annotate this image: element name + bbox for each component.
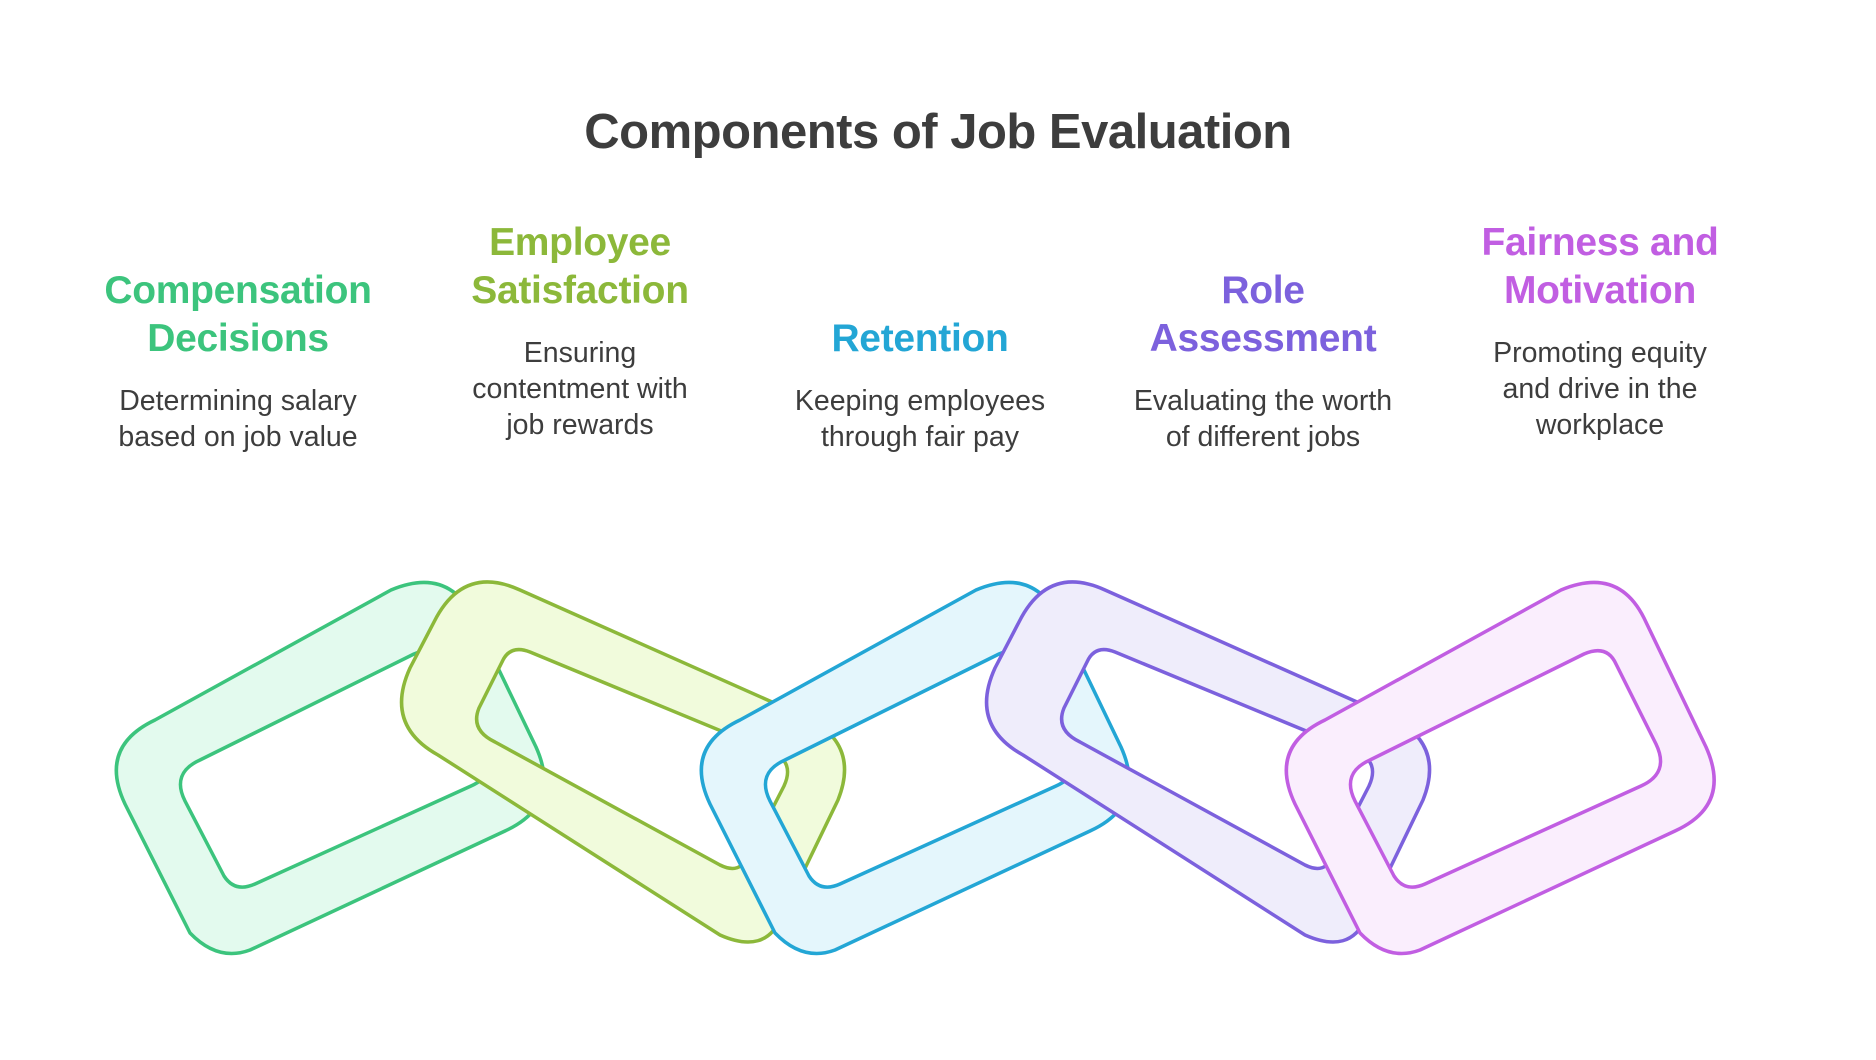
component-description-line: Evaluating the worth [1133,385,1393,417]
chain-link-role-assessment [984,580,1432,944]
component-title-line: Motivation [1504,269,1696,312]
component-title-line: Role [1221,269,1305,312]
chain-link-employee-satisfaction [399,580,847,944]
component-title: Employee Satisfaction [430,219,730,315]
component-title-line: Retention [831,317,1009,360]
component-description-line: based on job value [118,421,358,453]
component-description: Evaluating the worth of different jobs [1113,383,1413,455]
component-title-line: Fairness and [1481,221,1719,264]
component-title-line: Employee [489,221,671,264]
component-title-line: Assessment [1149,317,1377,360]
component-description-line: and drive in the [1502,373,1698,405]
component-description: Determining salary based on job value [88,383,388,455]
component-description-line: Determining salary [119,385,357,417]
component-title-line: Satisfaction [471,269,689,312]
component-title-line: Decisions [147,317,329,360]
component-description-line: workplace [1535,409,1665,441]
component-description-line: job rewards [506,409,654,441]
component-fairness-and-motivation: Fairness and Motivation Promoting equity… [1450,219,1750,443]
chain-link-fairness-and-motivation [1284,580,1716,956]
component-title: Role Assessment [1113,267,1413,363]
component-retention: Retention Keeping employees through fair… [770,315,1070,455]
component-description: Keeping employees through fair pay [770,383,1070,455]
component-title-line: Compensation [104,269,372,312]
component-title: Retention [770,315,1070,363]
component-description-line: through fair pay [820,421,1020,453]
diagram-title: Components of Job Evaluation [584,105,1292,159]
component-description: Ensuring contentment with job rewards [430,335,730,443]
component-description: Promoting equity and drive in the workpl… [1450,335,1750,443]
component-title: Fairness and Motivation [1450,219,1750,315]
component-title: Compensation Decisions [88,267,388,363]
component-description-line: Promoting equity [1493,337,1707,369]
component-description-line: Keeping employees [794,385,1046,417]
component-description-line: of different jobs [1165,421,1361,453]
component-description-line: contentment with [472,373,688,405]
component-role-assessment: Role Assessment Evaluating the worth of … [1113,267,1413,455]
component-description-line: Ensuring [523,337,637,369]
component-employee-satisfaction: Employee Satisfaction Ensuring contentme… [430,219,730,443]
component-compensation-decisions: Compensation Decisions Determining salar… [88,267,388,455]
